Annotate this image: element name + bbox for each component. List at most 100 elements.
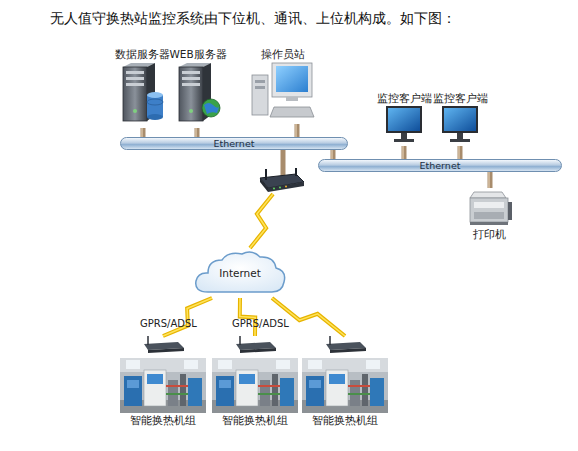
edge-label: GPRS/ADSL — [232, 318, 289, 329]
edge-label: GPRS/ADSL — [140, 318, 197, 329]
modem-icon-part — [330, 348, 366, 353]
lightning-link — [250, 194, 273, 248]
ethernet-bus: Ethernet — [120, 137, 348, 150]
internet-cloud: Internet — [190, 248, 290, 298]
monitor-icon-part — [442, 106, 478, 133]
computer-icon-part — [252, 75, 268, 115]
modem-icon-part — [148, 348, 184, 353]
computer-icon-part — [255, 80, 265, 83]
database-cylinder-part — [147, 99, 163, 105]
server-icon-part — [133, 109, 137, 113]
connector — [142, 128, 143, 137]
connector — [332, 150, 333, 159]
connector-post — [488, 172, 493, 188]
computer-icon-part — [276, 66, 308, 92]
router-antenna — [295, 168, 297, 176]
unit-photo-part — [188, 378, 202, 406]
server-icon-part — [126, 71, 144, 74]
connector-highlight — [331, 150, 333, 159]
web-globe — [202, 99, 220, 117]
node-label: 智能换热机组 — [130, 414, 196, 427]
router-antenna — [265, 169, 267, 180]
monitor-icon-part — [386, 106, 422, 133]
connector — [459, 146, 460, 159]
router-led — [285, 186, 287, 188]
diagram-title: 无人值守换热站监控系统由下位机、通讯、上位机构成。如下图： — [50, 10, 456, 28]
monitor-client: 监控客户端 — [432, 92, 488, 146]
ethernet-bus: Ethernet — [318, 159, 562, 172]
database-cylinder — [147, 92, 163, 120]
connector — [296, 124, 297, 137]
unit-photo-part — [166, 385, 188, 387]
modem-icon — [236, 336, 276, 353]
unit-photo-part — [216, 376, 234, 406]
node-label: 打印机 — [473, 228, 506, 241]
monitor-icon-part — [457, 133, 463, 139]
modem-icon-part — [240, 348, 276, 353]
printer-icon-part — [508, 202, 512, 220]
node-label: Internet — [190, 248, 290, 298]
router-led — [273, 188, 275, 190]
node-label: Ethernet — [420, 160, 461, 171]
connector-post — [331, 150, 336, 159]
connector-post — [402, 146, 407, 159]
node-label: 智能换热机组 — [222, 414, 288, 427]
printer-icon-part — [474, 202, 504, 208]
modem-icon — [144, 336, 184, 353]
connector-highlight — [195, 128, 197, 137]
heat-exchanger-unit: 智能换热机组 — [300, 336, 390, 432]
monitor-icon-part — [450, 139, 470, 142]
computer-icon — [250, 61, 316, 121]
unit-photo-part — [366, 360, 380, 369]
database-cylinder-part — [147, 114, 163, 120]
node-label: WEB服务器 — [169, 48, 226, 61]
connector-post — [141, 128, 146, 137]
connector — [403, 146, 404, 159]
heat-exchanger-unit: 智能换热机组 — [210, 336, 300, 432]
connector-highlight — [402, 146, 404, 159]
unit-photo-part — [280, 378, 294, 406]
server-icon — [117, 61, 167, 123]
unit-photo-part — [212, 358, 298, 413]
database-server: 数据服务器 — [112, 48, 172, 128]
printer: 打印机 — [462, 188, 516, 244]
unit-illustration — [118, 336, 208, 414]
lightning-link — [272, 298, 345, 336]
unit-illustration — [300, 336, 390, 414]
connector — [163, 298, 212, 336]
server-icon-part — [182, 83, 200, 86]
connector-post — [195, 128, 200, 137]
server-icon-part — [182, 77, 200, 80]
printer-icon — [462, 188, 516, 228]
node-label: 操作员站 — [261, 48, 305, 61]
unit-photo-part — [120, 358, 206, 413]
unit-photo-part — [239, 374, 255, 384]
connector-post — [295, 124, 300, 137]
monitor-icon-part — [388, 108, 420, 131]
unit-illustration — [210, 336, 300, 414]
server-icon-part — [126, 83, 144, 86]
computer-icon-part — [286, 97, 298, 101]
printer-icon-part — [470, 198, 508, 222]
connector-highlight — [488, 172, 490, 188]
unit-photo-part — [218, 360, 232, 369]
unit-photo — [212, 358, 298, 413]
server-icon — [173, 61, 223, 123]
unit-photo-part — [166, 393, 188, 395]
unit-photo-part — [306, 376, 324, 406]
computer-icon-part — [255, 86, 265, 89]
unit-photo-part — [127, 380, 139, 388]
web-globe-part — [204, 103, 219, 114]
unit-photo-part — [258, 385, 280, 387]
printer-icon-part — [470, 192, 506, 198]
monitor-client: 监控客户端 — [376, 92, 432, 146]
operator-station: 操作员站 — [250, 48, 316, 124]
database-cylinder-part — [147, 95, 163, 117]
unit-photo-part — [276, 360, 290, 369]
connector — [272, 298, 345, 336]
unit-photo-part — [124, 376, 142, 406]
database-cylinder-part — [147, 92, 163, 98]
lightning-link — [163, 298, 212, 336]
connector — [196, 128, 197, 137]
